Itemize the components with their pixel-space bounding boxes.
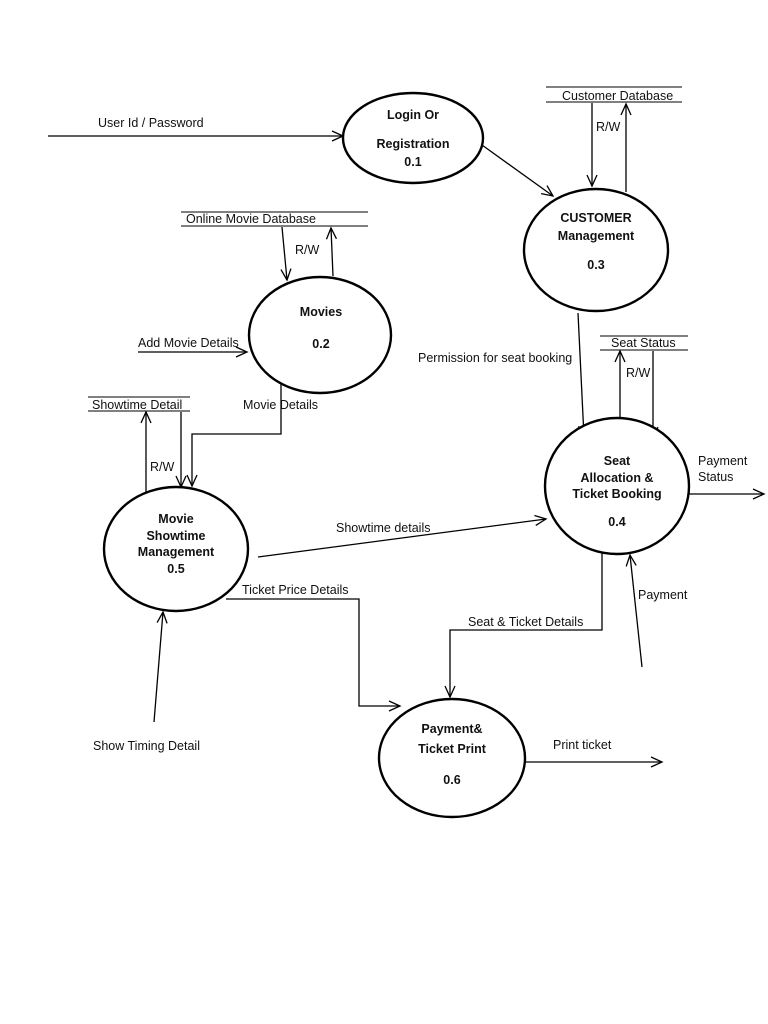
arrow-login-to-customer xyxy=(481,144,555,197)
process-payment-line1: Payment& xyxy=(421,722,482,736)
arrow-seat-ticket xyxy=(444,553,603,699)
process-showtime-number: 0.5 xyxy=(167,562,184,576)
store-online-movie-database-label: Online Movie Database xyxy=(186,212,316,226)
process-login-line2: Registration xyxy=(377,137,450,151)
process-login-registration: Login Or Registration 0.1 xyxy=(341,91,485,185)
process-seat-line3: Ticket Booking xyxy=(572,487,661,501)
process-seat-number: 0.4 xyxy=(608,515,625,529)
label-rw-seat: R/W xyxy=(626,366,651,380)
store-seat-status-label: Seat Status xyxy=(611,336,676,350)
process-seat-allocation: Seat Allocation & Ticket Booking 0.4 xyxy=(543,416,691,556)
process-movies-number: 0.2 xyxy=(312,337,329,351)
process-payment-number: 0.6 xyxy=(443,773,460,787)
label-user-id: User Id / Password xyxy=(98,116,204,130)
label-ticket-price: Ticket Price Details xyxy=(242,583,349,597)
label-payment-status-line1: Payment xyxy=(698,454,748,468)
label-rw-customer: R/W xyxy=(596,120,621,134)
label-add-movie: Add Movie Details xyxy=(138,336,239,350)
store-seat-status: Seat Status xyxy=(600,335,688,351)
flow-labels: User Id / Password R/W R/W Add Movie Det… xyxy=(93,116,748,753)
label-seat-ticket: Seat & Ticket Details xyxy=(468,615,583,629)
process-movies-line1: Movies xyxy=(300,305,342,319)
label-permission: Permission for seat booking xyxy=(418,351,572,365)
process-customer-line1: CUSTOMER xyxy=(560,211,631,225)
process-showtime-line3: Management xyxy=(138,545,215,559)
arrow-permission xyxy=(577,312,590,439)
arrow-show-timing xyxy=(153,610,168,723)
process-showtime-line1: Movie xyxy=(158,512,193,526)
arrow-showtime-details xyxy=(257,514,548,558)
store-customer-database-label: Customer Database xyxy=(562,89,673,103)
label-payment-status-line2: Status xyxy=(698,470,733,484)
flow-arrows xyxy=(48,102,766,768)
process-customer-number: 0.3 xyxy=(587,258,604,272)
label-movie-details: Movie Details xyxy=(243,398,318,412)
process-login-line1: Login Or xyxy=(387,108,439,122)
arrow-moviedb-write xyxy=(325,226,338,277)
process-payment-line2: Ticket Print xyxy=(418,742,487,756)
store-customer-database: Customer Database xyxy=(546,86,682,103)
process-movies: Movies 0.2 xyxy=(247,275,393,395)
label-payment: Payment xyxy=(638,588,688,602)
process-seat-line2: Allocation & xyxy=(581,471,654,485)
process-showtime-line2: Showtime xyxy=(146,529,205,543)
process-customer-line2: Management xyxy=(558,229,635,243)
store-showtime-detail: Showtime Detail xyxy=(88,396,190,412)
store-showtime-detail-label: Showtime Detail xyxy=(92,398,182,412)
store-online-movie-database: Online Movie Database xyxy=(181,211,368,227)
label-show-timing: Show Timing Detail xyxy=(93,739,200,753)
process-customer-management: CUSTOMER Management 0.3 xyxy=(522,187,670,313)
process-login-number: 0.1 xyxy=(404,155,421,169)
label-print-ticket: Print ticket xyxy=(553,738,612,752)
arrow-payment xyxy=(625,553,643,668)
arrow-movie-details xyxy=(186,380,282,488)
label-rw-showtime: R/W xyxy=(150,460,175,474)
process-seat-line1: Seat xyxy=(604,454,631,468)
label-showtime-details: Showtime details xyxy=(336,521,431,535)
process-movie-showtime: Movie Showtime Management 0.5 xyxy=(102,485,250,613)
arrow-moviedb-read xyxy=(280,226,292,282)
arrow-ticket-price xyxy=(226,598,402,712)
process-payment-ticket-print: Payment& Ticket Print 0.6 xyxy=(377,697,527,819)
label-rw-movie: R/W xyxy=(295,243,320,257)
